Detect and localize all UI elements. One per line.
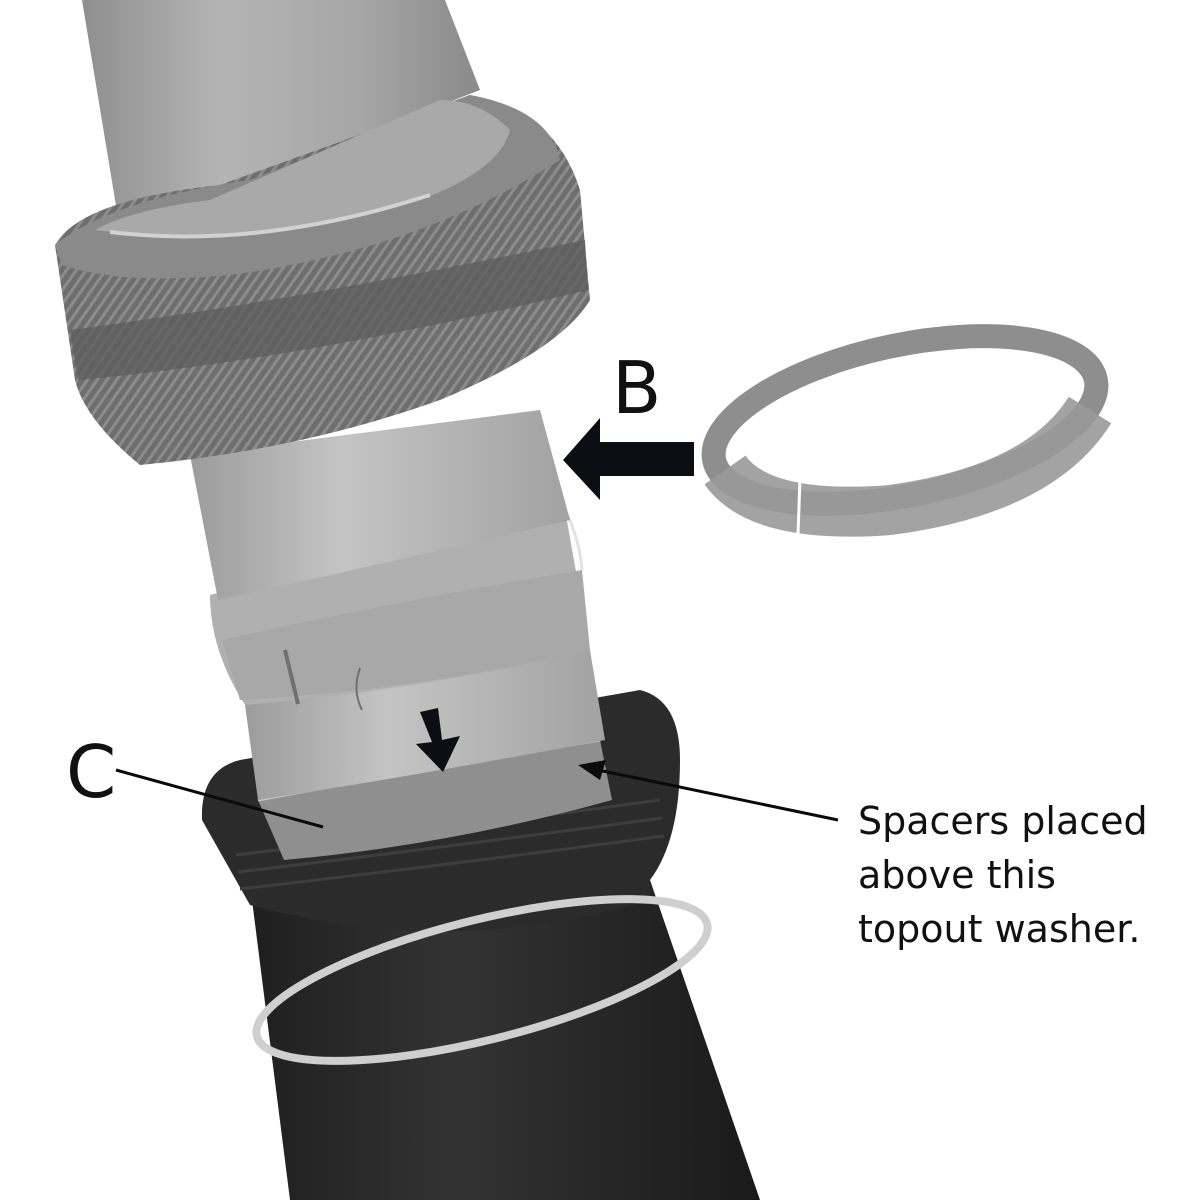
upper-shaft (82, 0, 480, 230)
mid-shaft-lower (245, 650, 605, 800)
leader-line-c (115, 768, 324, 829)
split-spacer-ring-loose (701, 324, 1112, 537)
o-ring (252, 895, 712, 1065)
label-c: C (66, 730, 117, 814)
knurled-collar (55, 95, 590, 465)
mid-shaft-upper (190, 410, 570, 600)
arrow-down-icon (416, 708, 460, 772)
label-b: B (612, 346, 662, 430)
callout-line-2: above this (858, 853, 1056, 897)
arrow-b-icon (563, 418, 694, 500)
leader-line-callout (578, 760, 839, 822)
split-spacer-ring-installed (210, 509, 590, 711)
callout-line-1: Spacers placed (858, 799, 1148, 843)
callout-line-3: topout washer. (858, 907, 1141, 951)
callout-spacers-note: Spacers placed above this topout washer. (858, 794, 1148, 956)
